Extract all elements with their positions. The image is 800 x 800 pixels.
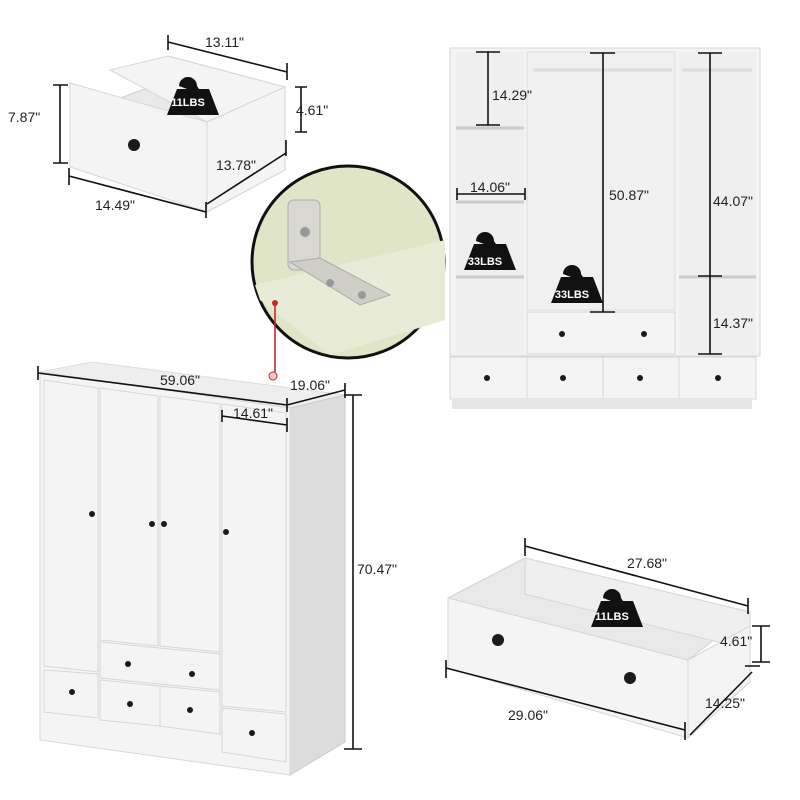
dim-right-height: 44.07" [713,193,753,209]
dim-width-front: 29.06" [508,707,548,723]
diagram-shape [445,660,686,740]
dim-height-inner: 4.61" [296,102,328,118]
load-label: 11LBS [595,611,629,623]
right-section [679,52,756,354]
knob-icon [127,701,133,707]
dim-top-shelf: 14.29" [492,87,532,103]
diagram-shape [221,410,288,432]
hardware-detail [250,164,446,381]
load-label: 11LBS [171,97,205,109]
knob-icon [161,521,167,527]
drawer-knob [492,634,504,646]
wardrobe-closed: 59.06" 19.06" 14.61" 70.47" [37,361,397,776]
knob-icon [249,730,255,736]
diagram-shape [167,35,288,80]
dim-width: 59.06" [160,372,200,388]
shelf-load-label: 33LBS [468,256,502,268]
dim-width-back: 27.68" [627,555,667,571]
dim-center-height: 50.87" [609,187,649,203]
dim-depth: 19.06" [290,377,330,393]
knob-icon [637,375,643,381]
diagram-shape [752,625,770,663]
drawer-knob [128,139,140,151]
dim-shelf-width: 14.06" [470,179,510,195]
door-2 [99,387,159,647]
center-load-label: 33LBS [555,289,589,301]
screw-icon [358,291,366,299]
screw-icon [326,279,334,287]
diagram-shape [590,52,615,313]
knob-icon [223,529,229,535]
knob-icon [715,375,721,381]
center-section [526,51,676,311]
screw-icon [300,227,310,237]
center-drawer [99,641,221,691]
knob-icon [125,661,131,667]
knob-icon [187,707,193,713]
drawer-front [447,597,689,739]
diagram-shape [524,538,749,614]
center-drawer [526,311,676,355]
small-drawer: 11LBS 13.11" 4.61" 7.87" 13.78" 14.49" [8,34,328,218]
diagram-shape [689,665,760,736]
wardrobe-side [289,394,346,776]
dim-height-front: 7.87" [8,109,40,125]
dim-height: 70.47" [357,561,397,577]
knob-icon [149,521,155,527]
diagram-shape [476,51,500,126]
knob-icon [559,331,565,337]
knob-icon [560,375,566,381]
dim-depth-side: 13.78" [216,157,256,173]
diagram-shape [456,188,526,200]
door-1 [43,379,99,673]
connector-anchor [268,371,278,381]
large-drawer: 11LBS 27.68" 4.61" 29.06" 14.25" [445,538,770,740]
dim-depth-back: 13.11" [205,34,244,50]
dim-width-front: 14.49" [95,197,135,213]
diagram-shape [698,52,722,355]
diagram-shape [295,86,307,133]
knob-icon [89,511,95,517]
wardrobe-interior: 14.29" 14.06" 50.87" 44.07" 14.37" 33LBS… [449,47,761,409]
dim-height: 4.61" [720,633,752,649]
door-3 [159,395,221,653]
knob-icon [69,689,75,695]
diagram-shape [206,140,287,205]
knob-icon [484,375,490,381]
diagram-shape [452,399,752,409]
dim-door-width: 14.61" [233,405,273,421]
door-4 [221,403,287,713]
bottom-drawers [449,356,757,409]
dim-right-lower: 14.37" [713,315,753,331]
drawer-knob [624,672,636,684]
connector-dot [272,300,278,306]
diagram-shape [53,84,68,164]
diagram-shape [344,394,362,750]
knob-icon [641,331,647,337]
diagram-shape [68,168,207,218]
knob-icon [189,671,195,677]
dim-depth: 14.25" [705,695,745,711]
